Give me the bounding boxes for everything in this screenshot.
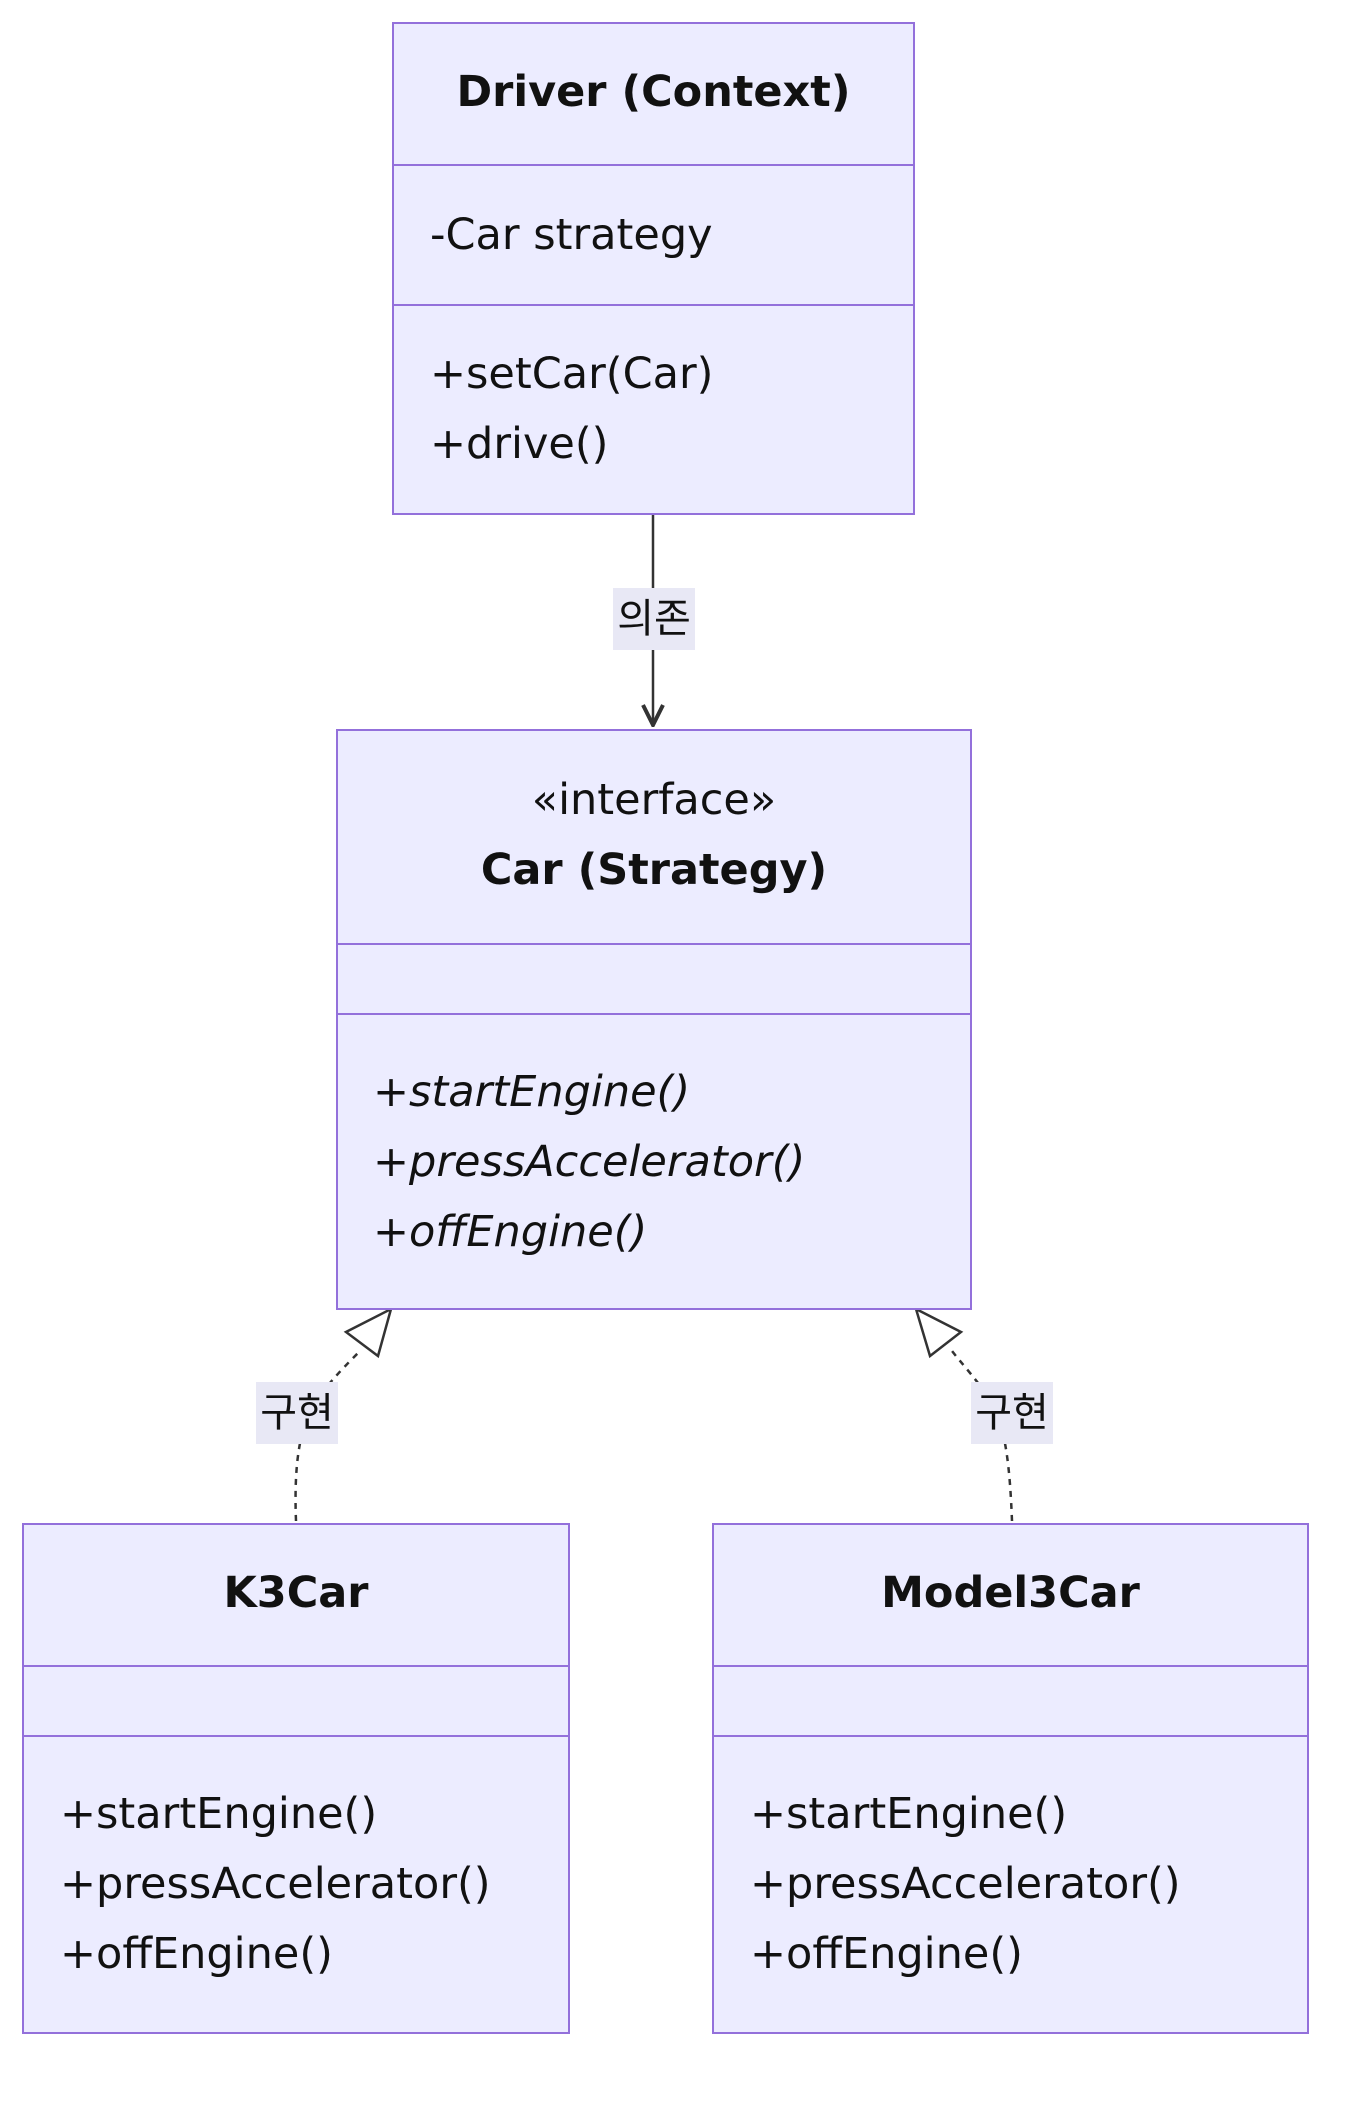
attribute-item: -Car strategy [430, 210, 713, 260]
edge-label-realization-model3car: 구현 [971, 1382, 1053, 1444]
class-header: Model3Car [714, 1525, 1307, 1665]
method-item: +offEngine() [373, 1207, 648, 1257]
class-box-driver[interactable]: Driver (Context) -Car strategy +setCar(C… [392, 22, 915, 515]
class-header: K3Car [24, 1525, 568, 1665]
method-item: +startEngine() [60, 1789, 378, 1839]
edge-label-dependency: 의존 [613, 588, 695, 650]
method-item: +setCar(Car) [430, 349, 714, 399]
realization-edge-model3car [951, 1350, 1014, 1522]
edge-label-realization-k3car: 구현 [256, 1382, 338, 1444]
class-header: Driver (Context) [394, 24, 913, 164]
method-item: +pressAccelerator() [750, 1859, 1181, 1909]
attributes-section [338, 943, 970, 1013]
class-name: K3Car [223, 1568, 369, 1618]
method-item: +startEngine() [750, 1789, 1068, 1839]
methods-section: +startEngine() +pressAccelerator() +offE… [714, 1735, 1307, 2032]
class-box-model3car[interactable]: Model3Car +startEngine() +pressAccelerat… [712, 1523, 1309, 2034]
class-name: Driver (Context) [456, 67, 851, 117]
methods-section: +setCar(Car) +drive() [394, 304, 913, 513]
method-item: +offEngine() [750, 1929, 1023, 1979]
realization-triangle-model3car [913, 1306, 964, 1359]
method-item: +offEngine() [60, 1929, 333, 1979]
methods-section: +startEngine() +pressAccelerator() +offE… [338, 1013, 970, 1308]
methods-section: +startEngine() +pressAccelerator() +offE… [24, 1735, 568, 2032]
class-box-k3car[interactable]: K3Car +startEngine() +pressAccelerator()… [22, 1523, 570, 2034]
attributes-section: -Car strategy [394, 164, 913, 304]
class-name: Model3Car [881, 1568, 1140, 1618]
class-name: Car (Strategy) [480, 845, 828, 895]
stereotype-label: «interface» [531, 775, 777, 825]
realization-triangle-k3car [343, 1306, 393, 1359]
method-item: +drive() [430, 419, 609, 469]
method-item: +pressAccelerator() [373, 1137, 806, 1187]
class-box-car[interactable]: «interface» Car (Strategy) +startEngine(… [336, 729, 972, 1310]
attributes-section [24, 1665, 568, 1735]
method-item: +startEngine() [373, 1067, 691, 1117]
attributes-section [714, 1665, 1307, 1735]
class-header: «interface» Car (Strategy) [338, 731, 970, 943]
method-item: +pressAccelerator() [60, 1859, 491, 1909]
realization-edge-k3car [294, 1350, 361, 1522]
